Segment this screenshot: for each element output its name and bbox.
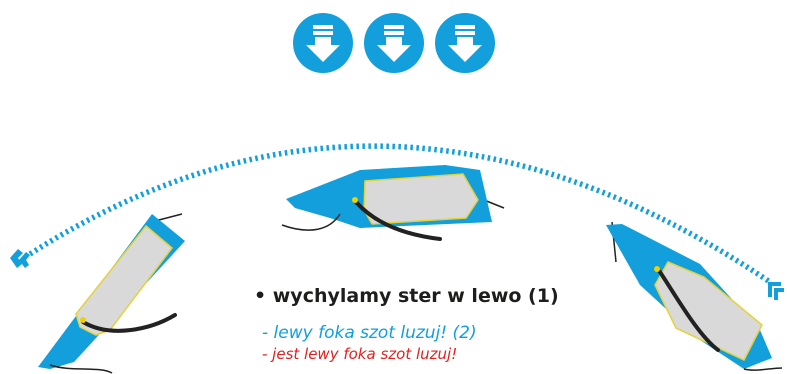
turn-arc — [28, 143, 772, 285]
boat-left-deck — [75, 224, 174, 336]
download-icons — [293, 13, 495, 73]
boat-center — [281, 165, 505, 241]
boat-right-deck — [654, 261, 763, 361]
boat-center-deck — [363, 173, 479, 225]
download-arrow-icon[interactable] — [364, 13, 424, 73]
double-chevron-left-icon — [10, 249, 30, 268]
double-chevron-up-icon — [768, 282, 784, 300]
instruction-main: • wychylamy ster w lewo (1) — [254, 285, 559, 307]
boat-right — [606, 221, 783, 371]
boat-left — [38, 213, 185, 374]
download-arrow-icon[interactable] — [293, 13, 353, 73]
instruction-line-2: - jest lewy foka szot luzuj! — [262, 345, 458, 363]
download-arrow-icon[interactable] — [435, 13, 495, 73]
instruction-line-1: - lewy foka szot luzuj! (2) — [262, 323, 477, 343]
